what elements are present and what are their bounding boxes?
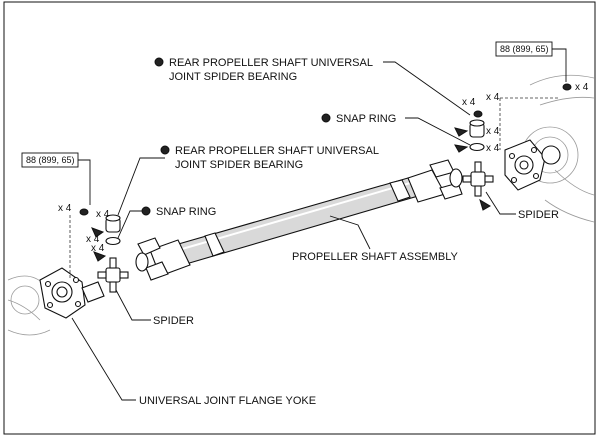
svg-text:88 (899, 65): 88 (899, 65) — [500, 44, 549, 54]
svg-text:SPIDER: SPIDER — [153, 315, 194, 327]
non-reusable-bullet-icon — [321, 113, 331, 123]
callout-flange-yoke: UNIVERSAL JOINT FLANGE YOKE — [71, 317, 316, 407]
qty-right-nut: x 4 — [575, 82, 589, 93]
svg-text:SNAP RING: SNAP RING — [336, 113, 396, 125]
right-snap-ring-icon — [469, 142, 485, 152]
svg-text:UNIVERSAL JOINT FLANGE YOKE: UNIVERSAL JOINT FLANGE YOKE — [139, 395, 316, 407]
left-parts-stack — [69, 208, 121, 280]
svg-text:REAR PROPELLER SHAFT UNIVERSAL: REAR PROPELLER SHAFT UNIVERSAL — [169, 57, 373, 69]
callout-spider-left: SPIDER — [115, 289, 194, 327]
right-flange-nut-icon — [562, 83, 572, 91]
propeller-shaft-assembly — [135, 159, 463, 281]
callout-rear-bearing-top: REAR PROPELLER SHAFT UNIVERSAL JOINT SPI… — [154, 57, 471, 116]
qty-left-bearing: x 4 — [96, 209, 110, 220]
left-nut-icon — [79, 208, 89, 216]
svg-text:88 (899, 65): 88 (899, 65) — [26, 155, 75, 165]
left-snap-ring-icon — [105, 236, 121, 246]
svg-text:REAR PROPELLER SHAFT UNIVERSAL: REAR PROPELLER SHAFT UNIVERSAL — [175, 145, 379, 157]
torque-spec-left: 88 (899, 65) — [21, 152, 91, 205]
qty-left-extra: x 4 — [91, 243, 105, 254]
non-reusable-bullet-icon — [141, 206, 151, 216]
svg-text:JOINT SPIDER BEARING: JOINT SPIDER BEARING — [169, 71, 297, 83]
torque-spec-right: 88 (899, 65) — [495, 41, 567, 82]
non-reusable-bullet-icon — [160, 145, 170, 155]
qty-left-nut: x 4 — [58, 203, 72, 214]
spider-left — [97, 257, 129, 293]
right-parts-stack — [454, 83, 572, 153]
spider-right — [462, 161, 494, 211]
svg-text:SPIDER: SPIDER — [518, 209, 559, 221]
right-nut-icon — [473, 110, 483, 118]
qty-right-snap-ring: x 4 — [486, 143, 500, 154]
diagram-frame — [3, 1, 596, 435]
callout-rear-bearing-left: REAR PROPELLER SHAFT UNIVERSAL JOINT SPI… — [117, 145, 379, 216]
non-reusable-bullet-icon — [154, 57, 164, 67]
callout-spider-right: SPIDER — [485, 191, 559, 221]
callout-snap-ring-right: SNAP RING — [321, 113, 471, 146]
callout-propeller-shaft-assembly: PROPELLER SHAFT ASSEMBLY — [292, 215, 459, 263]
universal-joint-flange-yoke — [39, 267, 105, 319]
svg-text:JOINT SPIDER BEARING: JOINT SPIDER BEARING — [175, 159, 303, 171]
rear-differential-flange — [504, 139, 561, 191]
qty-right-bearing-a: x 4 — [462, 97, 476, 108]
svg-text:SNAP RING: SNAP RING — [156, 206, 216, 218]
svg-text:PROPELLER SHAFT ASSEMBLY: PROPELLER SHAFT ASSEMBLY — [292, 251, 459, 263]
qty-left-snap-ring: x 4 — [86, 234, 100, 245]
callout-snap-ring-left: SNAP RING — [117, 206, 216, 239]
qty-right-bearing-b: x 4 — [486, 92, 500, 103]
qty-right-bearing-c: x 4 — [486, 126, 500, 137]
